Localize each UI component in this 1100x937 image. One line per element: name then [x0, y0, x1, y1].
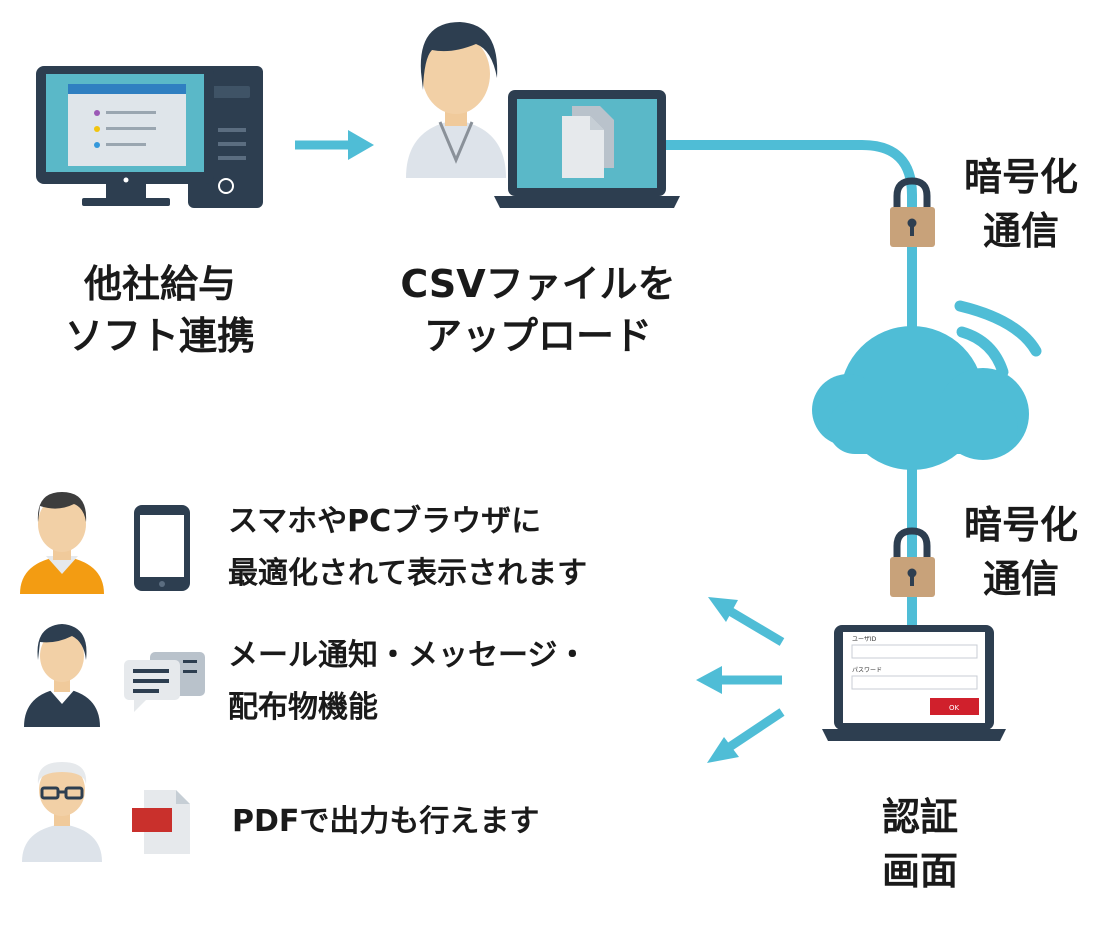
chat-bubbles-icon: [124, 652, 205, 712]
lock-icon: [890, 177, 935, 247]
password-label: パスワード: [852, 667, 882, 674]
person-man-icon: [20, 492, 104, 594]
login-form: ユーザID パスワード OK: [851, 636, 979, 715]
arrow-right-icon: [295, 130, 374, 160]
csv-upload-label: CSVファイルを アップロード: [400, 262, 676, 358]
feature-browser-text: スマホやPCブラウザに 最適化されて表示されます: [228, 504, 588, 591]
upload-cable: [657, 140, 917, 635]
pdf-file-icon: [132, 790, 190, 854]
cloud-icon: [812, 326, 1029, 470]
smartphone-icon: [134, 505, 190, 591]
ok-button-label: OK: [949, 704, 960, 712]
password-field[interactable]: [851, 675, 978, 690]
arrow-left-icons: [696, 597, 785, 763]
lock-icon: [890, 527, 935, 597]
arrow-left-icon: [696, 666, 782, 694]
document-file-icon: [562, 106, 614, 178]
ok-button[interactable]: [930, 698, 979, 715]
person-woman-icon: [24, 624, 100, 727]
payroll-software-label: 他社給与 ソフト連携: [64, 262, 255, 358]
wifi-signal-icon: [954, 300, 1042, 378]
auth-screen-label: 認証 画面: [881, 795, 958, 893]
uploader-person-icon: [406, 22, 506, 178]
encrypted-communication-label-bottom: 暗号化 通信: [963, 503, 1078, 601]
encrypted-communication-label-top: 暗号化 通信: [963, 155, 1078, 253]
person-elder-icon: [22, 762, 102, 862]
arrow-up-left-icon: [708, 597, 785, 646]
user-id-field[interactable]: [851, 644, 978, 659]
feature-notification-text: メール通知・メッセージ・ 配布物機能: [228, 638, 588, 725]
arrow-down-left-icon: [707, 708, 785, 763]
feature-pdf-text: PDFで出力も行えます: [232, 804, 540, 839]
desktop-computer-icon: [36, 66, 263, 208]
user-id-label: ユーザID: [852, 636, 877, 643]
connection-lines: [657, 140, 917, 635]
